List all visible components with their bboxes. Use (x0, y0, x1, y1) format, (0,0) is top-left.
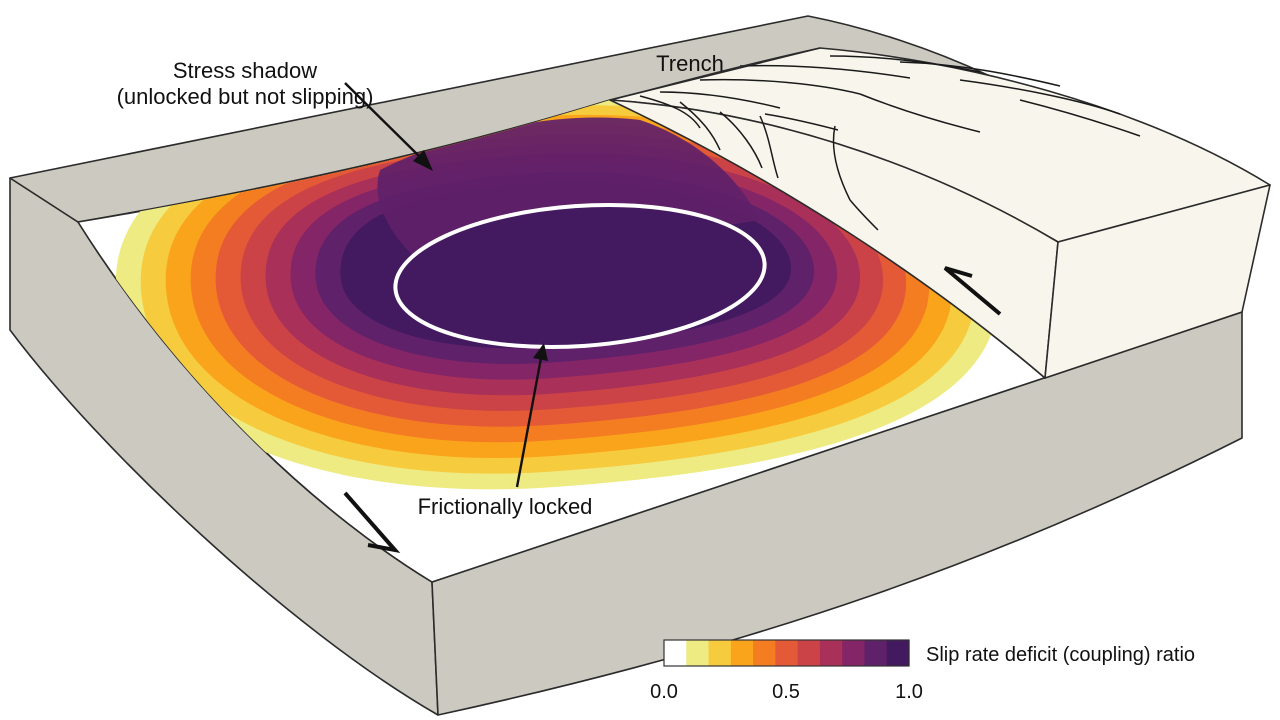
accretionary-thrust-faults (639, 55, 1141, 231)
coupling-legend: Slip rate deficit (coupling) ratio 0.0 0… (650, 639, 1195, 703)
incoming-plate-front-face (431, 311, 1243, 716)
motion-arrow-upper (943, 266, 1002, 316)
legend-swatch (842, 640, 866, 666)
locked-asperity (393, 202, 767, 350)
legend-title: Slip rate deficit (coupling) ratio (926, 644, 1195, 666)
locked-pointer (515, 343, 548, 488)
legend-swatch (864, 640, 888, 666)
legend-tick-min: 0.0 (650, 681, 678, 703)
legend-swatch (753, 640, 776, 666)
motion-arrow-lower (343, 491, 401, 554)
legend-swatch (730, 640, 754, 666)
legend-swatch (797, 640, 821, 666)
legend-swatch (775, 640, 799, 666)
legend-swatch (664, 640, 687, 666)
frictionally-locked-label: Frictionally locked (418, 494, 593, 519)
legend-swatch (819, 640, 843, 666)
trench-line (609, 47, 821, 101)
legend-tick-mid: 0.5 (772, 681, 800, 703)
legend-swatch (886, 640, 910, 666)
legend-swatch (686, 640, 710, 666)
stress-shadow-pointer (344, 82, 433, 171)
stress-shadow-label: Stress shadow (173, 58, 317, 83)
stress-shadow-sublabel: (unlocked but not slipping) (117, 84, 374, 109)
trench-label: Trench (656, 51, 724, 76)
legend-tick-max: 1.0 (895, 681, 923, 703)
upper-plate-side (1044, 184, 1271, 379)
legend-swatch (708, 640, 732, 666)
legend-frame (663, 639, 910, 667)
